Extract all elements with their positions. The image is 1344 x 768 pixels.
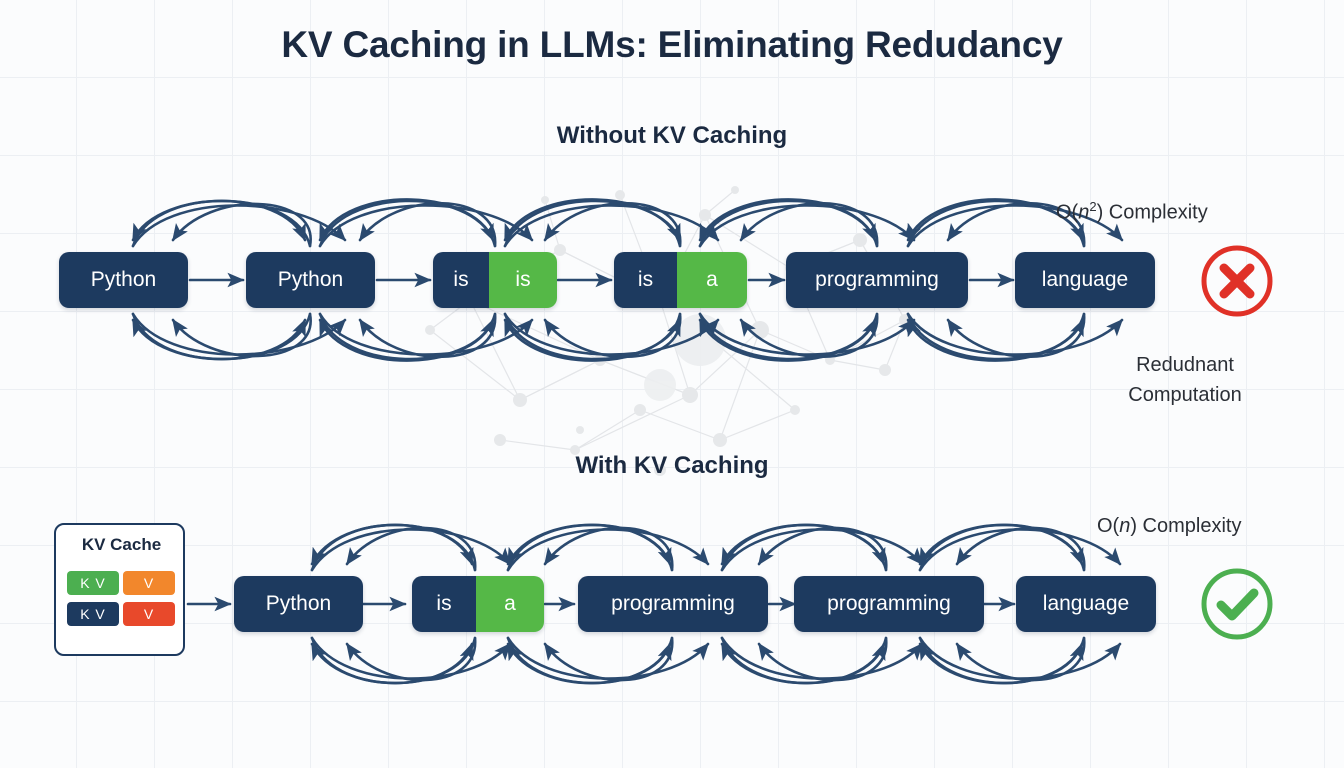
token-segment: Python <box>59 252 188 308</box>
token-box[interactable]: programming <box>786 252 968 308</box>
token-box[interactable]: language <box>1015 252 1155 308</box>
complexity-prefix: O( <box>1097 515 1120 537</box>
token-box[interactable]: is a <box>412 576 544 632</box>
section-heading-with: With KV Caching <box>575 452 769 479</box>
token-box[interactable]: Python <box>59 252 188 308</box>
complexity-suffix: ) Complexity <box>1096 201 1208 224</box>
token-box[interactable]: programming <box>794 576 984 632</box>
token-segment-cached: is <box>489 252 557 308</box>
token-segment: Python <box>246 252 375 308</box>
token-segment: programming <box>578 576 768 632</box>
redundant-computation-note: Redudnant Computation <box>1085 350 1285 410</box>
kv-chip-key-value-navy: K V <box>67 602 119 626</box>
token-segment: language <box>1015 252 1155 308</box>
token-segment: programming <box>794 576 984 632</box>
page-title: KV Caching in LLMs: Eliminating Redudanc… <box>281 24 1063 65</box>
complexity-label-with: O(n) Complexity <box>1097 515 1241 538</box>
token-box[interactable]: programming <box>578 576 768 632</box>
token-segment: is <box>412 576 476 632</box>
kv-cache-title: KV Cache <box>81 535 162 554</box>
kv-chip-value-orange: V <box>123 571 175 595</box>
complexity-suffix: ) Complexity <box>1130 515 1242 537</box>
token-segment: programming <box>786 252 968 308</box>
token-box[interactable]: Python <box>234 576 363 632</box>
note-line-2: Computation <box>1128 384 1242 406</box>
complexity-variable: n <box>1119 515 1131 537</box>
token-segment: is <box>433 252 489 308</box>
complexity-variable: n <box>1078 201 1090 224</box>
note-line-1: Redudnant <box>1136 354 1234 376</box>
complexity-label-without: O(n2) Complexity <box>1056 199 1208 225</box>
token-box[interactable]: is is <box>433 252 557 308</box>
complexity-exponent: 2 <box>1089 199 1097 214</box>
complexity-prefix: O( <box>1056 201 1079 224</box>
token-box[interactable]: Python <box>246 252 375 308</box>
kv-cache-panel[interactable]: KV Cache K V V K V V <box>54 523 185 656</box>
token-box[interactable]: language <box>1016 576 1156 632</box>
kv-cache-chip-grid: K V V K V V <box>67 571 175 626</box>
token-segment-cached: a <box>677 252 747 308</box>
kv-chip-value-red: V <box>123 602 175 626</box>
token-segment: Python <box>234 576 363 632</box>
token-segment-cached: a <box>476 576 544 632</box>
token-segment: language <box>1016 576 1156 632</box>
cross-icon <box>1201 245 1273 317</box>
token-segment: is <box>614 252 677 308</box>
check-icon <box>1201 568 1273 640</box>
section-heading-without: Without KV Caching <box>556 122 788 149</box>
kv-chip-key-value-green: K V <box>67 571 119 595</box>
token-box[interactable]: is a <box>614 252 747 308</box>
